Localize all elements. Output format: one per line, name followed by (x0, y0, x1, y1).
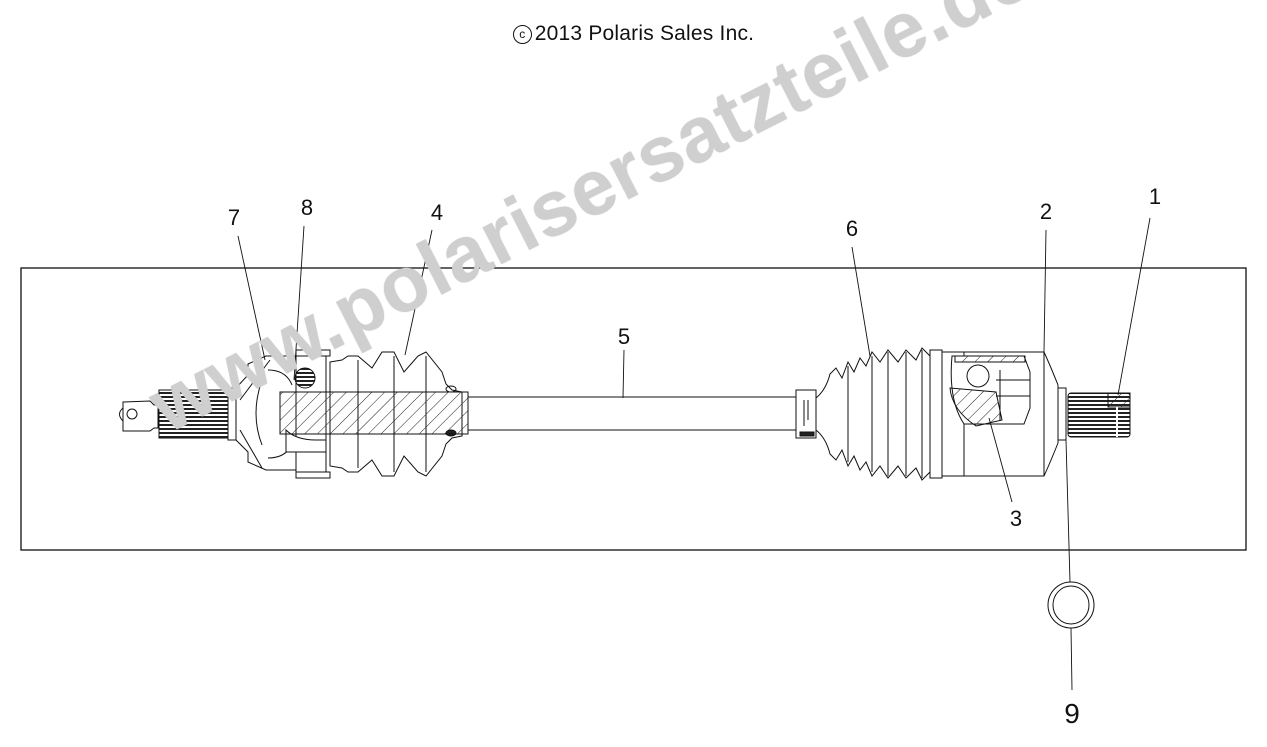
callout-9: 9 (1064, 698, 1080, 729)
axle-shaft (467, 396, 799, 431)
outer-joint-housing (929, 349, 1067, 479)
left-shaft-tip (119, 400, 159, 432)
diagram-frame (20, 267, 1247, 551)
callout-1: 1 (1148, 184, 1162, 209)
callout-2: 2 (1039, 199, 1053, 224)
copyright-symbol: c (512, 25, 532, 44)
circlip-ring (1047, 581, 1095, 629)
callout-5: 5 (617, 324, 631, 349)
shaft-section-hatched (279, 391, 469, 435)
callout-7: 7 (227, 205, 241, 230)
callout-4: 4 (430, 200, 444, 225)
callout-8: 8 (300, 195, 314, 220)
outer-spline (1067, 392, 1131, 438)
callout-6: 6 (845, 216, 859, 241)
left-spline (158, 387, 237, 441)
copyright-text: 2013 Polaris Sales Inc. (534, 22, 755, 45)
leader-lines (237, 217, 1151, 691)
callout-3: 3 (1009, 506, 1023, 531)
outer-boot-collar (795, 389, 817, 439)
outer-boot (815, 347, 931, 481)
